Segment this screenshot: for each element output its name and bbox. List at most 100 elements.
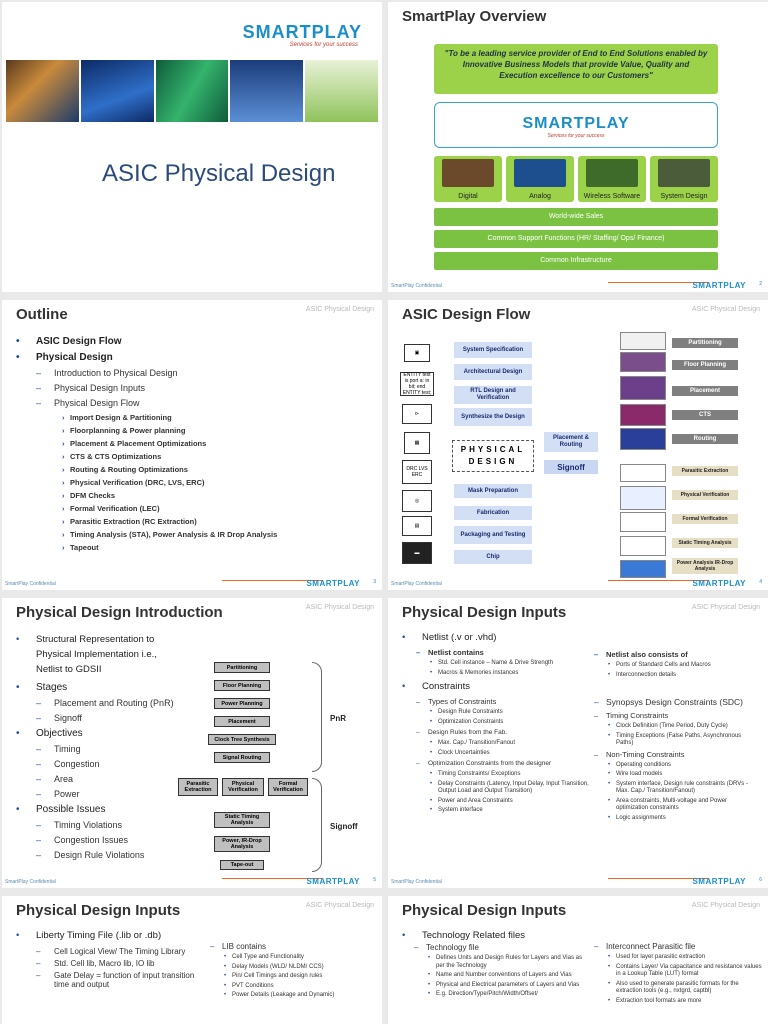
step-physical-verif: Physical Verification — [672, 490, 738, 500]
footer-logo: SMARTPLAY — [692, 579, 746, 588]
thumb-parasitic — [620, 464, 666, 482]
slide-header: ASIC Physical Design — [691, 306, 760, 313]
vision-statement: "To be a leading service provider of End… — [434, 44, 718, 94]
pd-parasitic: Parasitic Extraction — [178, 778, 218, 796]
slide-title: Physical Design Inputs — [402, 604, 567, 621]
pd-partitioning: Partitioning — [214, 662, 270, 673]
page-number: 2 — [759, 281, 762, 287]
step-placement: Placement — [672, 386, 738, 396]
flow-chip: Chip — [454, 550, 532, 564]
bar-sales: World-wide Sales — [434, 208, 718, 226]
slide-2[interactable]: SmartPlay Overview "To be a leading serv… — [388, 2, 768, 292]
slide-1[interactable]: SMARTPLAY Services for your success ASIC… — [2, 2, 382, 292]
footer-confidential: SmartPlay Confidential — [391, 581, 442, 587]
header-photos — [6, 60, 378, 122]
thumb-sta — [620, 536, 666, 556]
service-tiles: Digital Analog Wireless Software System … — [434, 156, 718, 202]
slide-title: Outline — [16, 306, 68, 323]
chip-photo — [6, 60, 79, 122]
slide-6[interactable]: Physical Design Inputs ASIC Physical Des… — [388, 598, 768, 888]
outline-list: ASIC Design Flow Physical Design Introdu… — [16, 336, 372, 556]
pd-floor-planning: Floor Planning — [214, 680, 270, 691]
slide-header: ASIC Physical Design — [691, 604, 760, 611]
slide-3[interactable]: Outline ASIC Physical Design ASIC Design… — [2, 300, 382, 590]
slide-7[interactable]: Physical Design Inputs ASIC Physical Des… — [2, 896, 382, 1024]
slide-8[interactable]: Physical Design Inputs ASIC Physical Des… — [388, 896, 768, 1024]
thumb-floorplan — [620, 352, 666, 372]
footer-logo: SMARTPLAY — [306, 877, 360, 886]
step-formal: Formal Verification — [672, 514, 738, 524]
slide-header: ASIC Physical Design — [305, 604, 374, 611]
slide-header: ASIC Physical Design — [691, 902, 760, 909]
slide-title: ASIC Design Flow — [402, 306, 531, 323]
footer-logo: SMARTPLAY — [692, 281, 746, 290]
page-number: 6 — [759, 877, 762, 883]
flow-system-spec: System Specification — [454, 342, 532, 358]
step-routing: Routing — [672, 434, 738, 444]
tile-digital: Digital — [434, 156, 502, 202]
thumb-cts — [620, 404, 666, 426]
tech-right: Interconnect Parasitic file Used for lay… — [592, 942, 764, 1007]
tech-left: Technology Related files Technology file… — [402, 930, 588, 1001]
placement-routing-box: Placement & Routing — [544, 432, 598, 452]
pd-ir-drop: Power, IR-Drop Analysis — [214, 836, 270, 852]
thumb-power — [620, 560, 666, 578]
inputs-left: Netlist (.v or .vhd) Netlist contains St… — [402, 632, 592, 817]
flow-synthesize: Synthesize the Design — [454, 408, 532, 426]
wafer-icon: ◎ — [402, 490, 432, 512]
flow-architectural: Architectural Design — [454, 364, 532, 380]
step-power: Power Analysis IR-Drop Analysis — [672, 558, 738, 574]
signoff-box: Signoff — [544, 460, 598, 474]
bar-infrastructure: Common Infrastructure — [434, 252, 718, 270]
gate-icon: ⊳ — [402, 404, 432, 424]
flow-rtl: RTL Design and Verification — [454, 386, 532, 404]
brand-logo-box: SMARTPLAY Services for your success — [434, 102, 718, 148]
footer-confidential: SmartPlay Confidential — [391, 283, 442, 289]
circuit-photo — [80, 60, 154, 122]
slide-5[interactable]: Physical Design Introduction ASIC Physic… — [2, 598, 382, 888]
page-number: 5 — [373, 877, 376, 883]
package-icon: ▤ — [402, 516, 432, 536]
thumb-routing — [620, 428, 666, 450]
page-number: 4 — [759, 579, 762, 585]
pd-cts: Clock Tree Synthesis — [208, 734, 276, 745]
step-partitioning: Partitioning — [672, 338, 738, 348]
drc-icon: DRC LVS ERC — [402, 460, 432, 484]
people-photo — [230, 60, 304, 122]
intro-list: Structural Representation to Physical Im… — [16, 632, 182, 865]
flow-fabrication: Fabrication — [454, 506, 532, 520]
signoff-brace — [312, 778, 322, 872]
footer-logo: SMARTPLAY — [692, 877, 746, 886]
brand-logo: SMARTPLAY — [242, 22, 362, 42]
pd-formal: Formal Verification — [268, 778, 308, 796]
pnr-label: PnR — [330, 714, 346, 723]
footer-confidential: SmartPlay Confidential — [391, 879, 442, 885]
step-floor-planning: Floor Planning — [672, 360, 738, 370]
footer-confidential: SmartPlay Confidential — [5, 879, 56, 885]
slide-title: Physical Design Inputs — [402, 902, 567, 919]
tile-analog: Analog — [506, 156, 574, 202]
inputs-right: Netlist also consists of Ports of Standa… — [592, 650, 760, 824]
slide-title: SmartPlay Overview — [402, 8, 547, 25]
pnr-brace — [312, 662, 322, 772]
thumb-physical-verif — [620, 486, 666, 510]
step-parasitic: Parasitic Extraction — [672, 466, 738, 476]
slide-4[interactable]: ASIC Design Flow ASIC Physical Design ▣ … — [388, 300, 768, 590]
liberty-right: LIB contains Cell Type and Functionality… — [208, 942, 378, 1002]
stairs-photo — [305, 60, 378, 122]
footer-logo: SMARTPLAY — [306, 579, 360, 588]
code-icon: ENTITY test is port a: in bit; end ENTIT… — [400, 372, 434, 396]
pd-signal-routing: Signal Routing — [214, 752, 270, 763]
pd-placement: Placement — [214, 716, 270, 727]
page-number: 3 — [373, 579, 376, 585]
thumb-placement — [620, 376, 666, 400]
step-cts: CTS — [672, 410, 738, 420]
brand-tagline: Services for your success — [289, 42, 358, 48]
tile-system: System Design — [650, 156, 718, 202]
wave-photo — [155, 60, 229, 122]
slide-title: ASIC Physical Design — [102, 160, 336, 187]
step-sta: Static Timing Analysis — [672, 538, 738, 548]
thumb-formal — [620, 512, 666, 532]
flow-packaging: Packaging and Testing — [454, 526, 532, 544]
